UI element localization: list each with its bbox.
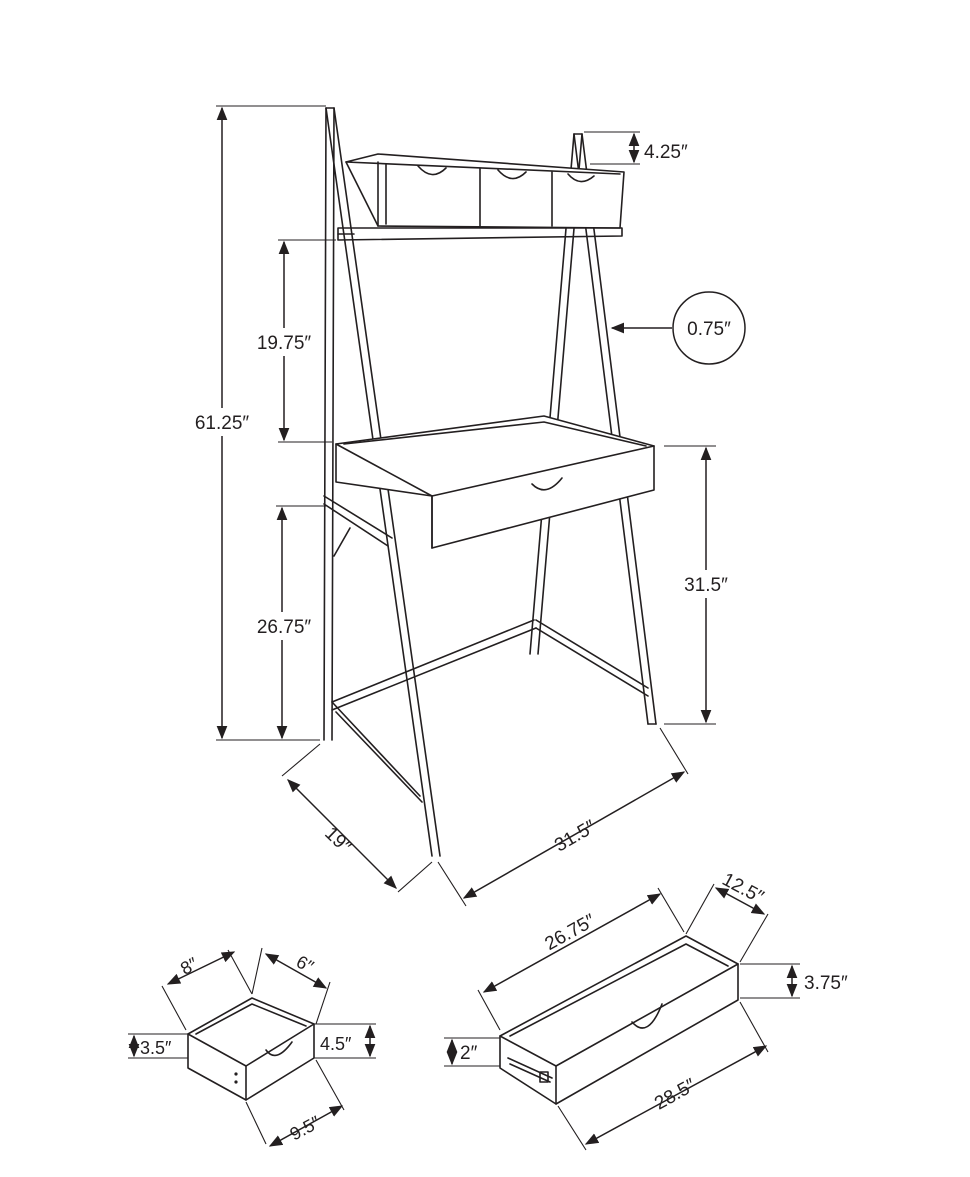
depth-dimension: 19″ <box>281 743 433 893</box>
under-desk-clearance-label: 26.75″ <box>257 617 312 638</box>
small-drawer <box>187 997 315 1101</box>
desk-surface <box>323 415 655 557</box>
large-drawer-outer-height-dimension: 3.75″ <box>740 963 848 999</box>
overall-height-dimension: 61.25″ <box>186 105 326 741</box>
small-drawer-depth-label: 6″ <box>293 952 317 978</box>
depth-label: 19″ <box>320 823 355 858</box>
small-drawer-outer-height-label: 4.5″ <box>320 1034 352 1054</box>
small-drawer-inner-height-dimension: 3.5″ <box>128 1033 188 1059</box>
large-drawer-inner-height-label: 2″ <box>460 1043 478 1064</box>
shelf-gap-label: 19.75″ <box>257 333 312 354</box>
frame-thickness-circle <box>672 291 746 365</box>
desk-height-dimension: 31.5″ <box>664 445 740 725</box>
top-shelf-height-dimension: 4.25″ <box>584 131 688 165</box>
frame-thickness-label: 0.75″ <box>687 319 731 340</box>
small-drawer-inner-height-label: 3.5″ <box>140 1038 172 1058</box>
under-desk-clearance-dimension: 26.75″ <box>248 505 326 741</box>
width-label: 31.5″ <box>551 816 600 856</box>
desk-height-label: 31.5″ <box>684 575 728 596</box>
top-shelf <box>345 153 625 229</box>
large-drawer-inner-height-dimension: 2″ <box>444 1037 500 1067</box>
frame-thickness-callout: 0.75″ <box>610 291 746 365</box>
overall-height-label: 61.25″ <box>195 413 250 434</box>
desk-illustration <box>323 107 657 857</box>
large-drawer-front-length-label: 28.5″ <box>651 1075 700 1115</box>
small-drawer-width-label: 8″ <box>177 953 201 979</box>
large-drawer-outer-height-label: 3.75″ <box>804 973 848 994</box>
large-drawer-inner-length-label: 26.75″ <box>541 910 599 955</box>
shelf-gap-dimension: 19.75″ <box>250 239 336 443</box>
large-drawer <box>499 935 739 1105</box>
width-dimension: 31.5″ <box>437 727 689 907</box>
small-drawer-outer-height-dimension: 4.5″ <box>314 1023 376 1059</box>
top-shelf-height-label: 4.25″ <box>644 142 688 163</box>
small-drawer-front-width-label: 9.5″ <box>287 1112 325 1145</box>
